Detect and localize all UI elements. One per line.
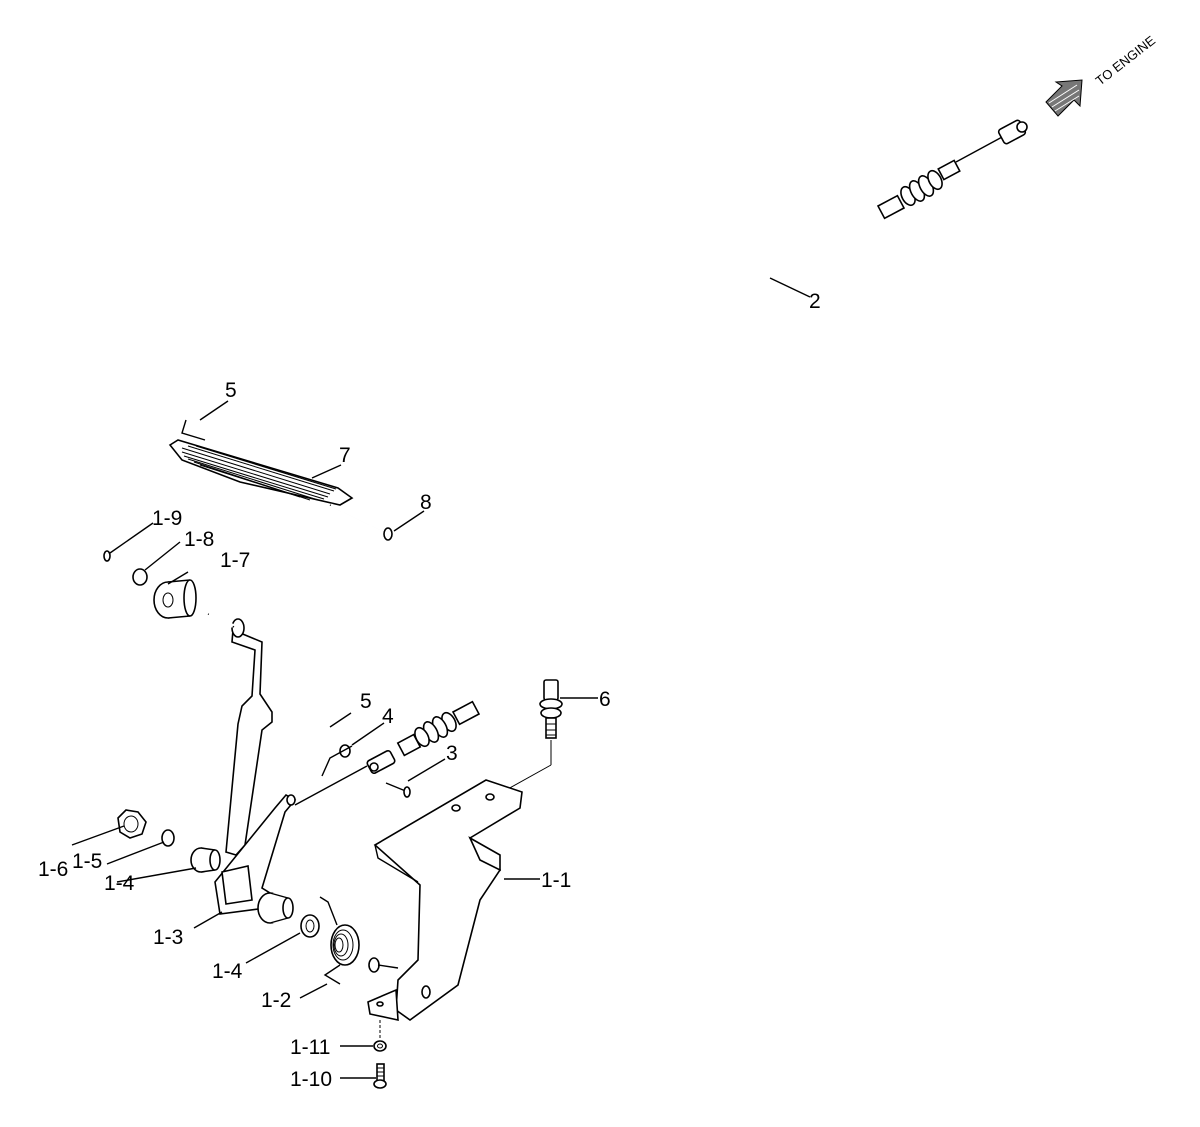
callout-1-4-lower: 1-4 (212, 960, 243, 983)
callout-8: 8 (420, 491, 432, 514)
callout-1-3: 1-3 (153, 926, 183, 949)
callout-1-9: 1-9 (152, 507, 182, 530)
clevis-pin (385, 782, 411, 798)
hex-nut (117, 809, 147, 839)
callout-1-10: 1-10 (290, 1068, 332, 1091)
callout-5-mid: 5 (360, 690, 372, 713)
snap-ring (103, 550, 111, 562)
bolt (373, 1063, 387, 1089)
washer (161, 829, 175, 847)
washer (132, 568, 148, 586)
callout-7: 7 (339, 444, 351, 467)
callout-1-5: 1-5 (72, 850, 102, 873)
callout-1-7: 1-7 (220, 549, 250, 572)
pedal-pin (329, 503, 393, 541)
callout-2: 2 (809, 290, 821, 313)
cotter-pin (321, 745, 353, 777)
callout-1-4-upper: 1-4 (104, 872, 135, 895)
throttle-cable (366, 119, 1028, 775)
callout-5-top: 5 (225, 379, 237, 402)
callout-1-11: 1-11 (290, 1036, 330, 1059)
callout-1-2: 1-2 (261, 989, 291, 1012)
callout-1-6: 1-6 (38, 858, 68, 881)
pedal-pad (168, 439, 354, 506)
pivot-bolt (368, 957, 399, 973)
arrow-up-right-icon (1045, 79, 1083, 117)
pedal-bracket (367, 779, 523, 1022)
nut (373, 1020, 387, 1052)
return-spring (319, 896, 360, 985)
callout-1-8: 1-8 (184, 528, 214, 551)
cotter-pin (181, 419, 206, 441)
callout-6: 6 (599, 688, 611, 711)
bushing (257, 892, 320, 938)
leader-lines (71, 277, 811, 1079)
roller (153, 579, 197, 619)
pedal-arm (207, 612, 368, 915)
callout-1-1: 1-1 (541, 869, 571, 892)
callout-4: 4 (382, 705, 394, 728)
callout-3: 3 (446, 742, 458, 765)
bushing (190, 847, 221, 873)
stud-bolt (487, 679, 563, 801)
to-engine-label: TO ENGINE (1093, 32, 1159, 88)
